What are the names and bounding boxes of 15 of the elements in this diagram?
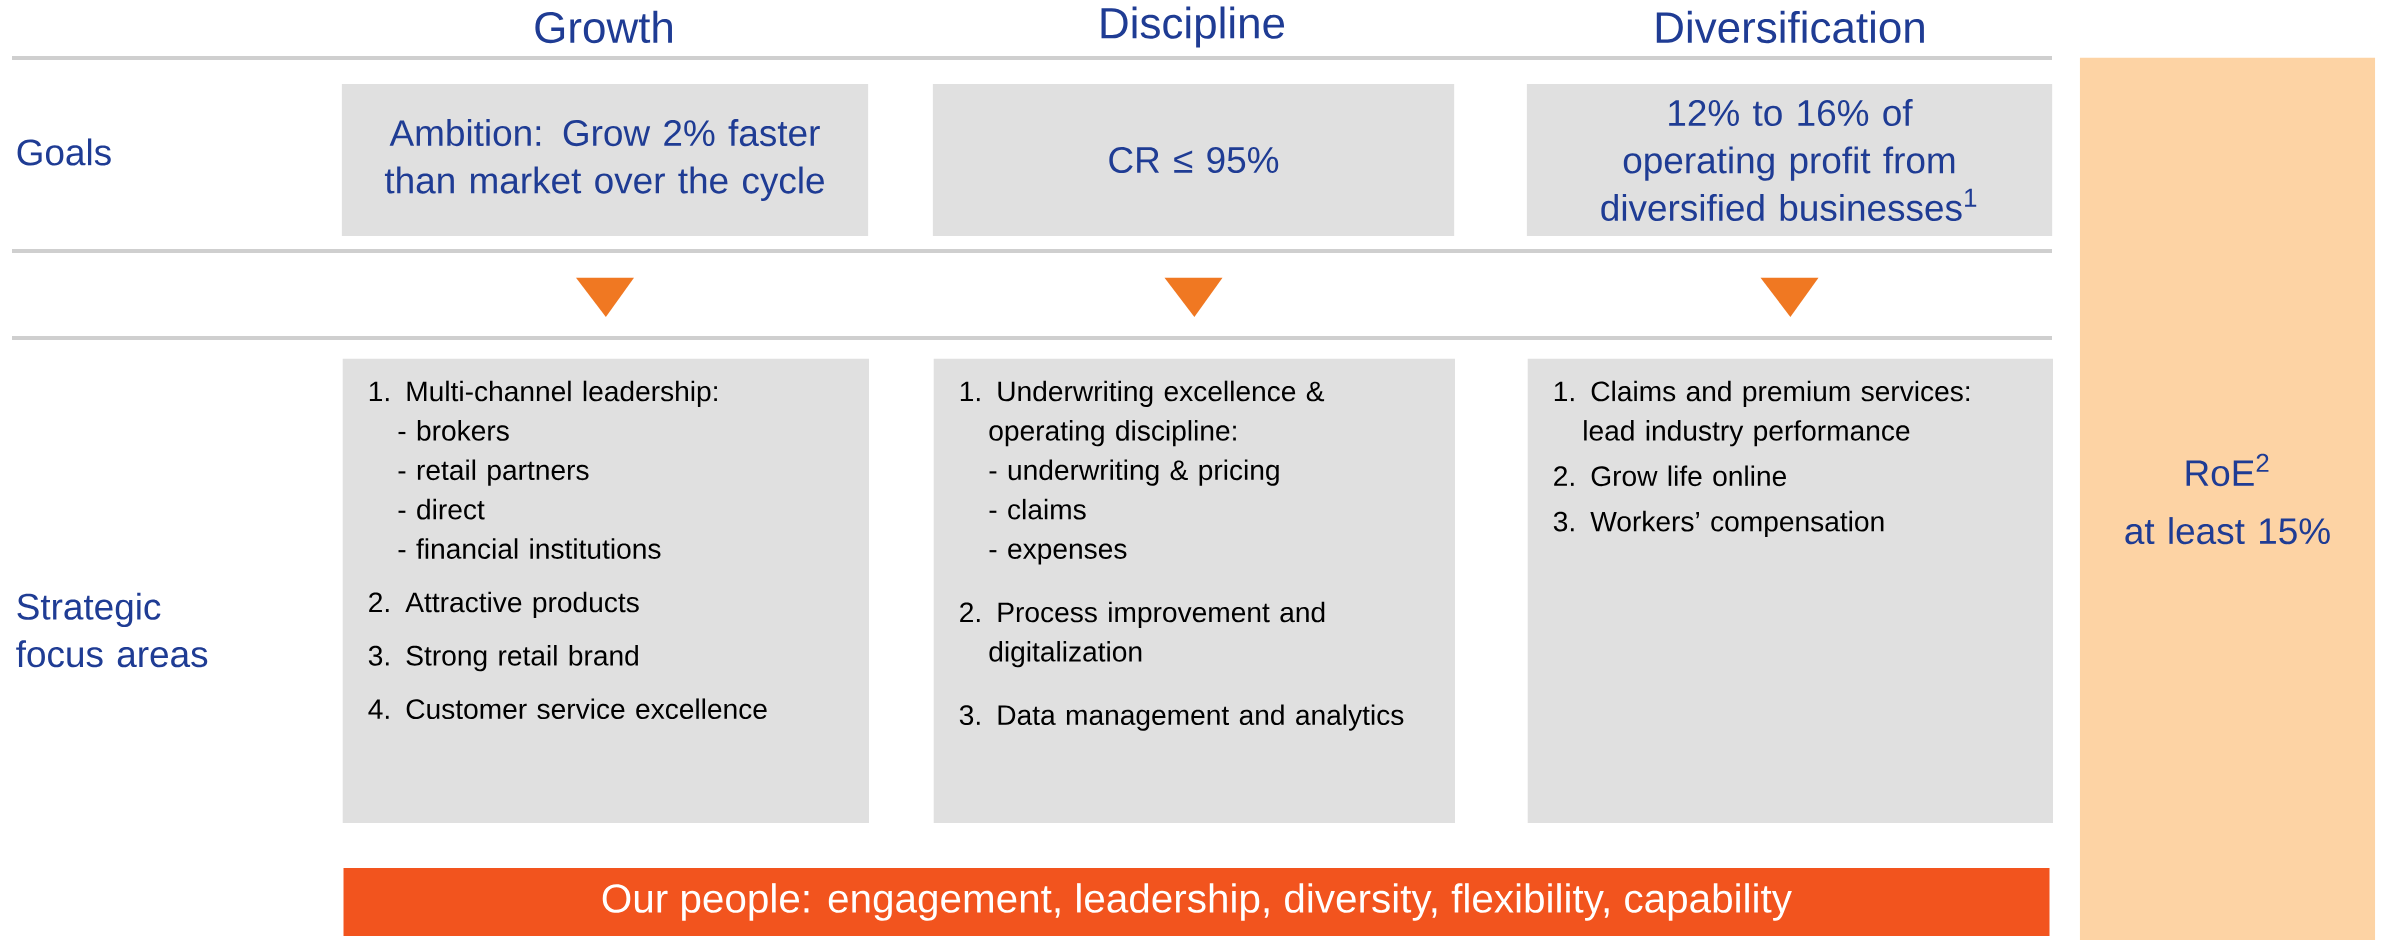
focus-area-box: 1. Claims and premium services: lead industry performance 2. Grow life online 3. Workers’ compensation <box>1527 358 2053 823</box>
arrow <box>1760 277 1819 317</box>
arrow <box>1164 277 1223 317</box>
goal-box: 12% to 16% of operating profit from diversified businesses$^{1}$ <box>1526 83 2053 237</box>
focus-area-box: 1. Underwriting excellence & operating discipline: - underwriting & pricing - claims - expenses 2. Process improvement and digitalization 3. Data management and analytics <box>933 358 1456 823</box>
row-label: Strategic focus areas <box>16 592 208 668</box>
target-box: RoE$^{2}$ at least 15% <box>2079 57 2376 940</box>
column-heading: Growth <box>535 10 672 44</box>
arrow <box>576 277 634 317</box>
column-heading: Diversification <box>1656 10 1924 44</box>
row-label: Goals <box>17 138 111 166</box>
focus-area-box: 1. Multi-channel leadership: - brokers - retail partners - direct - financial institutions 2. Attractive products 3. Strong retail brand 4. Customer service excellence <box>342 358 869 823</box>
banner-bar: Our people: engagement, leadership, diversity, flexibility, capability <box>343 868 2050 936</box>
goal-box: Ambition: Grow 2% faster than market over the cycle <box>341 83 869 237</box>
goal-box: CR ≤ 95% <box>932 83 1455 237</box>
